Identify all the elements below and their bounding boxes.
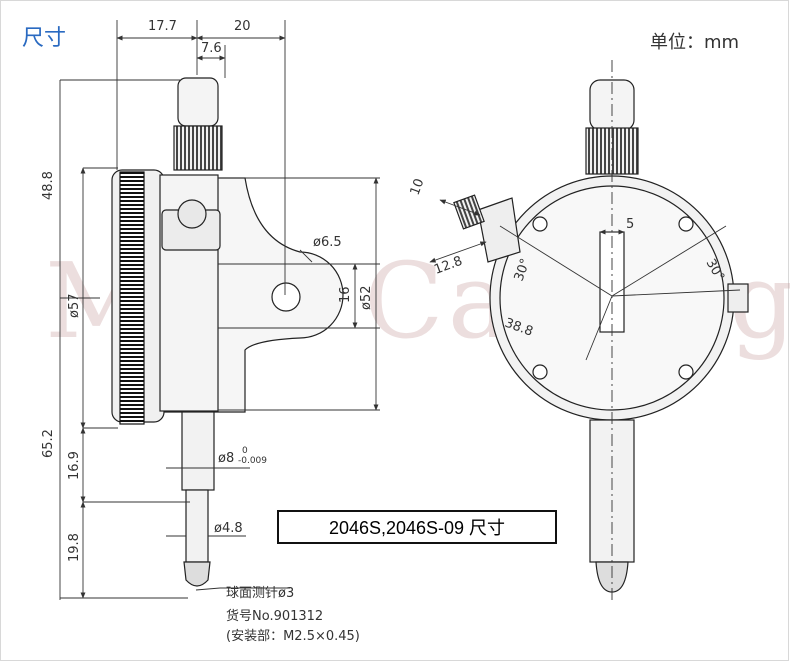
dim-stem-8: ø8: [218, 451, 234, 466]
screw-4: [678, 364, 694, 380]
dim-19-8: 19.8: [67, 533, 82, 562]
side-clamp: [477, 197, 521, 263]
dim-20: 20: [234, 19, 251, 34]
stem: [181, 411, 215, 491]
mount-hole: [271, 282, 301, 312]
note-mount: (安装部：M2.5×0.45): [226, 629, 360, 644]
dim-front-12-8: 12.8: [432, 254, 464, 278]
dim-57: ø57: [67, 294, 82, 319]
dim-stem-tol-lower: -0.009: [238, 456, 267, 466]
side-dimension-lines: [59, 20, 380, 600]
dim-tip-4-8: ø4.8: [214, 521, 243, 536]
bezel-knurl: [119, 171, 145, 425]
unit-label: 单位：mm: [650, 32, 740, 53]
angle-left: 30°: [512, 257, 534, 284]
dim-16: 16: [338, 286, 353, 303]
screw-3: [532, 364, 548, 380]
note-ball-tip: 球面测针ø3: [226, 586, 294, 601]
clamp-screw: [177, 199, 207, 229]
right-limit: [727, 283, 749, 313]
dim-front-5: 5: [626, 217, 634, 232]
spindle: [185, 489, 209, 563]
screw-1: [532, 216, 548, 232]
top-knurl: [173, 125, 223, 171]
screw-2: [678, 216, 694, 232]
side-view: [111, 77, 344, 587]
front-dimension-lines: [429, 60, 741, 604]
dim-stem-tol-upper: 0: [242, 446, 248, 456]
dim-front-10: 10: [408, 177, 428, 198]
dim-65-2: 65.2: [41, 429, 56, 458]
dim-16-9: 16.9: [67, 451, 82, 480]
top-cap: [177, 77, 219, 127]
page-title: 尺寸: [22, 26, 67, 51]
clamp-knurl: [453, 194, 485, 230]
dim-17-7: 17.7: [148, 19, 177, 34]
dim-52: ø52: [359, 286, 374, 311]
dim-7-6: 7.6: [201, 41, 222, 56]
note-part-no: 货号No.901312: [226, 608, 323, 624]
dim-hole-6-5: ø6.5: [313, 235, 342, 250]
dim-48-8: 48.8: [41, 171, 56, 200]
model-label: 2046S,2046S-09 尺寸: [277, 510, 557, 544]
contact-tip: [183, 561, 211, 587]
